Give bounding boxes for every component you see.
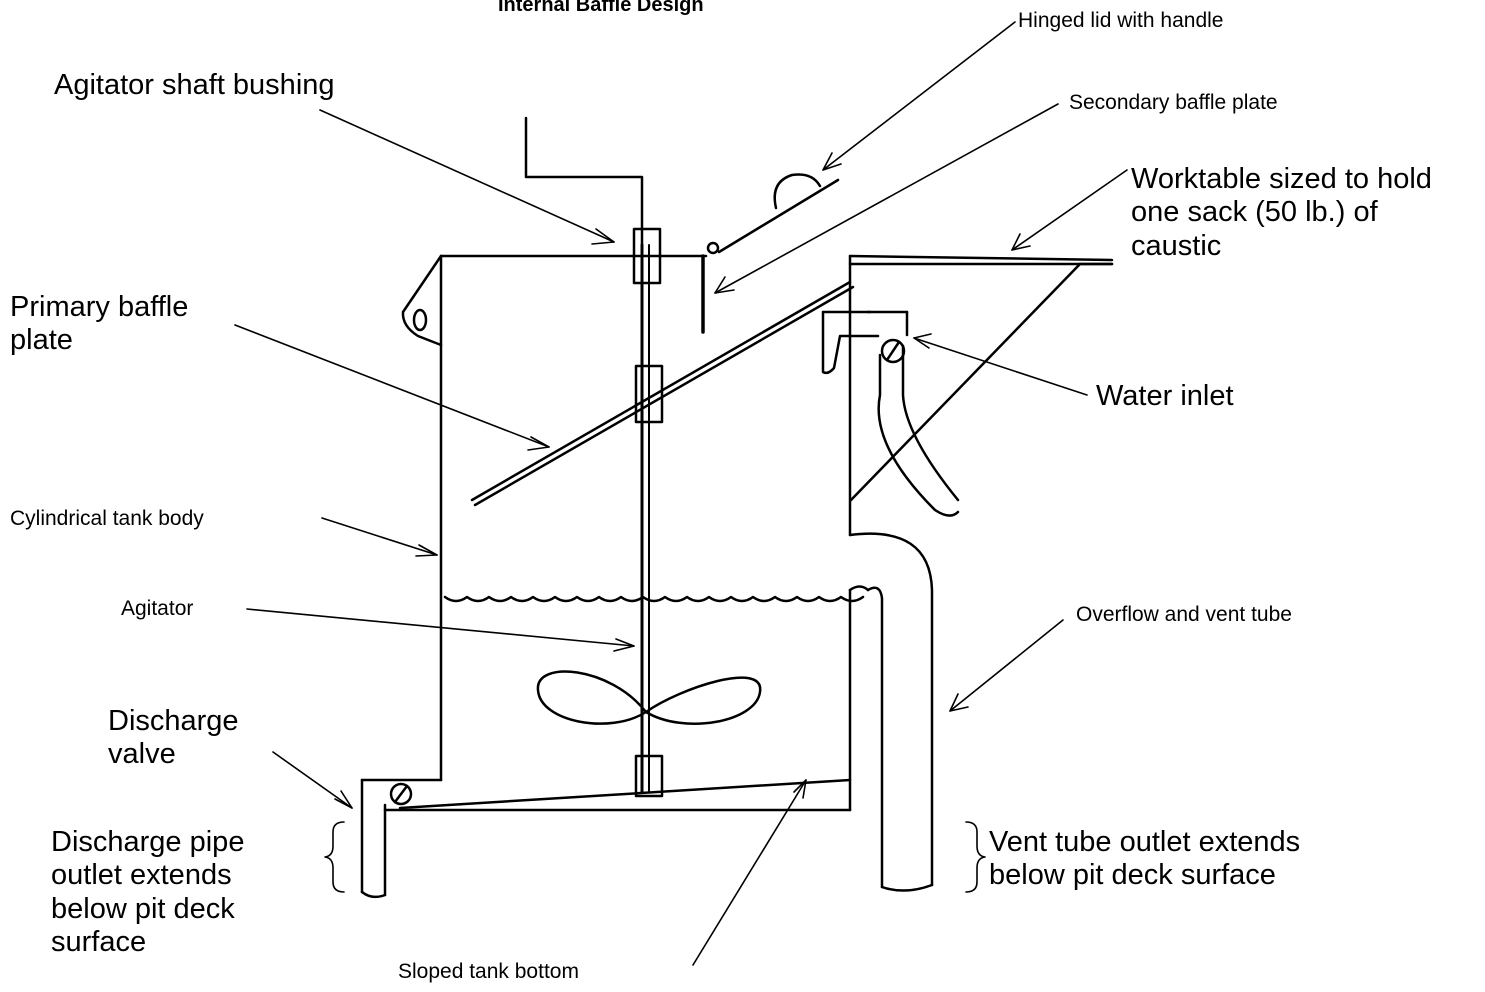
discharge-valve bbox=[389, 782, 413, 806]
label-worktable: Worktable sized to hold one sack (50 lb.… bbox=[1131, 163, 1432, 263]
label-discharge-pipe-line2: outlet extends bbox=[51, 859, 232, 892]
vent-brace bbox=[965, 821, 986, 893]
label-primary-baffle-plate: Primary baffle plate bbox=[10, 291, 188, 358]
label-overflow-vent-tube: Overflow and vent tube bbox=[1076, 603, 1292, 626]
label-worktable-line1: Worktable sized to hold bbox=[1131, 163, 1432, 195]
discharge-brace bbox=[324, 821, 345, 893]
bushing-bottom bbox=[634, 754, 664, 798]
mounting-tab bbox=[401, 254, 443, 347]
label-cylindrical-tank-body: Cylindrical tank body bbox=[10, 507, 204, 530]
hinged-lid bbox=[706, 173, 840, 255]
label-discharge-valve: Discharge valve bbox=[108, 705, 239, 772]
label-sloped-tank-bottom: Sloped tank bottom bbox=[398, 960, 579, 983]
label-worktable-line2: one sack (50 lb.) of bbox=[1131, 196, 1378, 229]
label-vent-outlet-line1: Vent tube outlet extends bbox=[989, 826, 1301, 858]
label-agitator: Agitator bbox=[121, 597, 194, 620]
label-discharge-valve-line1: Discharge bbox=[108, 705, 239, 737]
label-primary-baffle-line2: plate bbox=[10, 324, 73, 357]
worktable bbox=[848, 254, 1114, 537]
leader-lines bbox=[234, 21, 1128, 966]
water-inlet-assembly bbox=[821, 310, 960, 517]
label-hinged-lid: Hinged lid with handle bbox=[1018, 9, 1224, 32]
agitator-blades bbox=[536, 670, 762, 725]
diagram-title: Internal Baffle Design bbox=[498, 0, 704, 16]
label-vent-tube-outlet: Vent tube outlet extends below pit deck … bbox=[989, 826, 1300, 893]
tank-body bbox=[360, 254, 852, 899]
label-discharge-pipe-line1: Discharge pipe bbox=[51, 826, 245, 858]
label-vent-outlet-line2: below pit deck surface bbox=[989, 859, 1276, 892]
overflow-vent-tube bbox=[848, 532, 934, 892]
primary-baffle-plate bbox=[470, 280, 855, 507]
sloped-bottom-plate bbox=[398, 778, 852, 810]
label-discharge-pipe-line4: surface bbox=[51, 926, 147, 959]
label-discharge-pipe-line3: below pit deck bbox=[51, 892, 235, 925]
agitator-shaft bbox=[524, 116, 650, 794]
label-water-inlet: Water inlet bbox=[1096, 380, 1234, 412]
label-worktable-line3: caustic bbox=[1131, 229, 1222, 262]
label-discharge-valve-line2: valve bbox=[108, 738, 176, 771]
label-primary-baffle-line1: Primary baffle bbox=[10, 291, 189, 323]
bushing-top bbox=[632, 227, 662, 285]
label-secondary-baffle-plate: Secondary baffle plate bbox=[1069, 91, 1278, 114]
label-agitator-shaft-bushing: Agitator shaft bushing bbox=[54, 69, 335, 101]
liquid-surface bbox=[443, 595, 865, 603]
label-discharge-pipe-outlet: Discharge pipe outlet extends below pit … bbox=[51, 826, 244, 959]
bushing-middle bbox=[634, 364, 664, 424]
